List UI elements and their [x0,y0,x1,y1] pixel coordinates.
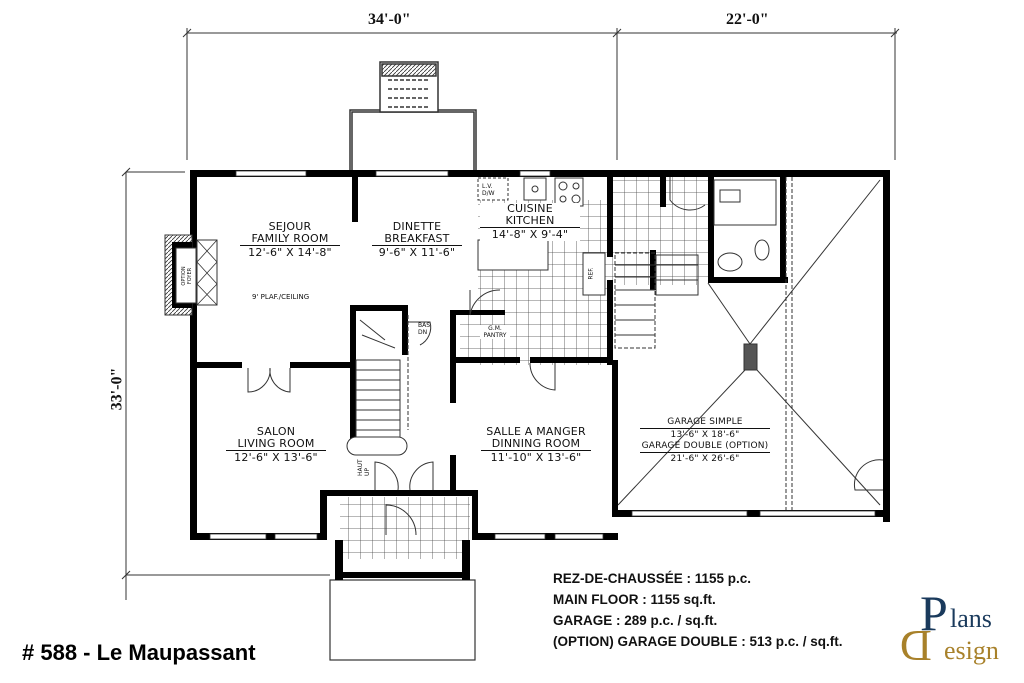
kitchen-fixtures [477,177,606,296]
dishwasher-label: L.V. D/W [482,183,495,197]
area-line: MAIN FLOOR : 1155 sq.ft. [553,592,716,607]
room-kitchen: CUISINE KITCHEN 14'-8" X 9'-4" [480,203,580,241]
kitchen-stairs [614,252,699,349]
room-dining-room: SALLE A MANGER DINNING ROOM 11'-10" X 13… [481,426,591,464]
pantry-label: G.M. PANTRY [480,325,510,339]
ceiling-note: 9' PLAF./CEILING [252,293,310,301]
room-name-fr: SALON [256,425,296,438]
dimension-lines [121,28,900,600]
area-line: GARAGE : 289 p.c. / sq.ft. [553,613,718,628]
room-name-fr: DINETTE [392,220,442,233]
room-size: 13'-6" X 18'-6" [640,428,770,441]
depth-dimension: 33'-0" [108,367,126,411]
stairs-down-label: BAS DN [418,322,431,336]
fireplace-label: OPTION FOYER [181,266,193,286]
room-garage: GARAGE SIMPLE 13'-6" X 18'-6" GARAGE DOU… [640,417,770,465]
main-stairs [346,315,409,456]
bathroom-fixtures [713,179,777,272]
rear-deck [349,61,477,176]
room-name-en: LIVING ROOM [237,437,315,450]
room-name-en: FAMILY ROOM [251,232,329,245]
logo-initial-p: P [920,585,948,641]
doors [247,177,706,536]
room-size: 12'-6" X 14'-8" [240,245,340,259]
room-name-en: BREAKFAST [384,232,450,245]
windows [209,170,876,540]
logo-word-esign: esign [944,636,999,665]
room-name-en: KITCHEN [505,214,555,227]
room-size: 11'-10" X 13'-6" [481,450,591,464]
area-line: REZ-DE-CHAUSSÉE : 1155 p.c. [553,571,752,586]
logo-initial-d: D [900,621,932,670]
room-breakfast: DINETTE BREAKFAST 9'-6" X 11'-6" [372,221,462,259]
room-name-fr: CUISINE [507,202,553,215]
room-size-option: 21'-6" X 26'-6" [640,452,770,465]
room-name: GARAGE SIMPLE [667,417,743,427]
room-name-fr: SALLE A MANGER [486,425,586,438]
room-size: 12'-6" X 13'-6" [226,450,326,464]
fridge-label: REF. [587,267,595,280]
room-name-fr: SEJOUR [268,220,312,233]
garage [617,177,884,510]
room-family-room: SEJOUR FAMILY ROOM 12'-6" X 14'-8" [240,221,340,259]
interior-walls [197,177,788,490]
area-summary: REZ-DE-CHAUSSÉE : 1155 p.c. MAIN FLOOR :… [553,568,843,652]
room-name-option: GARAGE DOUBLE (OPTION) [641,441,769,451]
area-line: (OPTION) GARAGE DOUBLE : 513 p.c. / sq.f… [553,634,843,649]
stairs-up-label: HAUT UP [357,459,371,476]
fireplace [164,234,218,316]
room-name-en: DINNING ROOM [491,437,581,450]
width-left-dimension: 34'-0" [368,11,411,28]
logo-word-lans: lans [950,604,992,633]
plans-design-logo: P lans D esign [900,585,1020,670]
room-living-room: SALON LIVING ROOM 12'-6" X 13'-6" [226,426,326,464]
room-size: 9'-6" X 11'-6" [372,245,462,259]
plan-title: # 588 - Le Maupassant [22,640,256,665]
width-right-dimension: 22'-0" [726,11,769,28]
room-size: 14'-8" X 9'-4" [480,227,580,241]
